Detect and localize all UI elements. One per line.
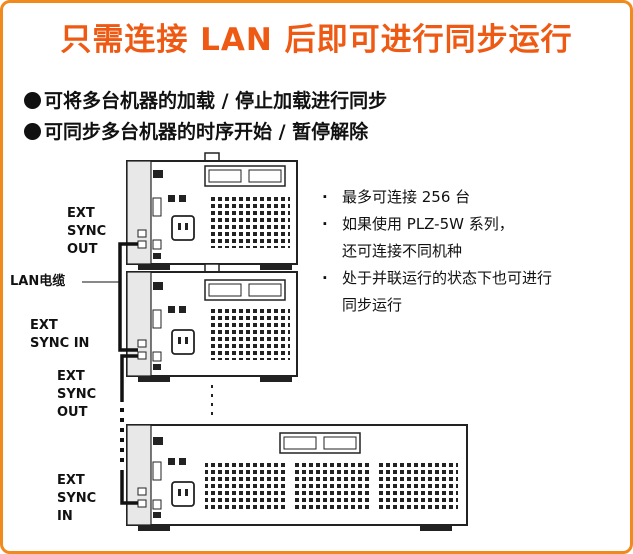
note-marker: ·	[322, 269, 328, 287]
note-1: · 最多可连接 256 台	[322, 184, 552, 211]
unit2-ext-sync-in-label: EXT SYNC IN	[30, 317, 89, 353]
feature-bullet-2: 可同步多台机器的时序开始 / 暂停解除	[24, 117, 368, 144]
feature-text-1: 可将多台机器的加载 / 停止加载进行同步	[44, 90, 388, 112]
feature-bullet-1: 可将多台机器的加载 / 停止加载进行同步	[24, 86, 387, 113]
bullet-dot-icon	[24, 123, 41, 140]
label-line: IN	[57, 509, 73, 524]
label-line: OUT	[67, 242, 98, 257]
note-3-cont: 同步运行	[342, 296, 403, 314]
note-text: 处于并联运行的状态下也可进行	[342, 269, 553, 287]
note-marker: ·	[322, 215, 328, 233]
label-line: SYNC IN	[30, 336, 90, 351]
label-line: SYNC	[57, 387, 97, 402]
label-line: SYNC	[67, 224, 107, 239]
label-line: EXT	[30, 318, 58, 333]
label-line: OUT	[57, 405, 88, 420]
label-line: SYNC	[57, 491, 97, 506]
note-2-cont: 还可连接不同机种	[342, 242, 463, 260]
label-line: EXT	[57, 473, 85, 488]
bullet-dot-icon	[24, 92, 41, 109]
continuation-dots	[211, 385, 213, 415]
note-marker: ·	[322, 188, 328, 206]
label-line: EXT	[67, 206, 95, 221]
lan-cable-break	[120, 408, 124, 462]
label-line: EXT	[57, 369, 85, 384]
load-unit-3	[126, 424, 468, 531]
note-text: 最多可连接 256 台	[342, 188, 471, 206]
feature-text-2: 可同步多台机器的时序开始 / 暂停解除	[44, 121, 369, 143]
lan-cable-label: LAN电缆	[10, 274, 66, 289]
unit3-ext-sync-in-label: EXT SYNC IN	[57, 472, 96, 526]
note-3: · 处于并联运行的状态下也可进行	[322, 265, 552, 292]
note-text: 如果使用 PLZ-5W 系列，	[342, 215, 514, 233]
load-unit-1	[126, 152, 298, 270]
note-2: · 如果使用 PLZ-5W 系列，	[322, 211, 552, 238]
unit1-ext-sync-out-label: EXT SYNC OUT	[67, 205, 106, 259]
lan-cable-1	[118, 242, 138, 352]
lan-cable-2	[120, 354, 138, 505]
load-unit-2	[126, 263, 298, 382]
spec-notes: · 最多可连接 256 台 · 如果使用 PLZ-5W 系列， 还可连接不同机种 ·…	[322, 184, 552, 319]
headline: 只需连接 LAN 后即可进行同步运行	[60, 22, 573, 58]
unit2-ext-sync-out-label: EXT SYNC OUT	[57, 368, 96, 422]
